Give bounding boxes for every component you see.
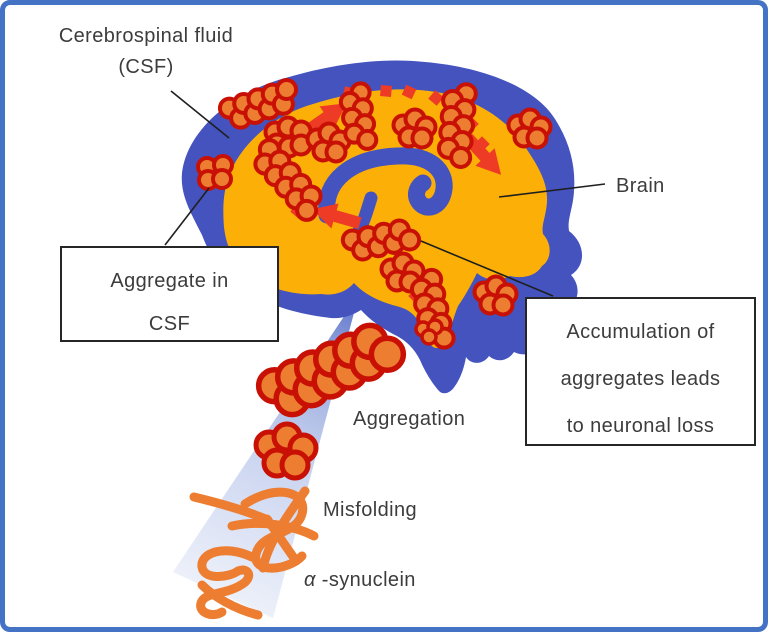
csf-label: Cerebrospinal fluid (CSF) — [23, 21, 269, 83]
accumulation-line2: aggregates leads — [560, 368, 721, 390]
misfolded-protein-squiggle — [189, 486, 319, 573]
brain-label: Brain — [616, 175, 665, 197]
aggregate-in-csf-line1: Aggregate in — [110, 270, 229, 292]
chain-top-right — [436, 82, 478, 169]
cluster-frontal-b — [305, 121, 352, 164]
aggregate-box-pointer — [164, 187, 210, 246]
accumulation-line3: to neuronal loss — [566, 415, 715, 437]
fibril-chain — [255, 322, 407, 418]
alpha-synuclein-squiggle — [196, 546, 263, 620]
csf-cluster-left — [196, 154, 234, 191]
csf-pointer — [170, 90, 230, 139]
misfolding-label: Misfolding — [323, 499, 418, 521]
chain-bottom-center — [340, 218, 422, 262]
brain-pointer — [498, 183, 606, 198]
alpha-symbol: α — [304, 569, 316, 591]
cluster-top-mid — [391, 107, 438, 150]
chain-top-mid-left — [338, 81, 379, 151]
csf-chain-top-left — [217, 78, 299, 130]
diagram-canvas — [164, 60, 606, 620]
alpha-synuclein-label: α -synuclein — [304, 565, 416, 595]
csf-cluster-top-right — [506, 107, 553, 150]
accumulation-line1: Accumulation of — [566, 321, 715, 343]
flow-arrow-down-left — [311, 203, 362, 229]
aggregate-in-csf-line2: CSF — [148, 313, 191, 335]
corpus-callosum-swirl — [318, 147, 453, 224]
oligomer-cluster — [253, 421, 319, 481]
stem-small-cluster — [414, 318, 444, 346]
csf-cluster-cerebellum — [472, 274, 519, 317]
pointer-lines — [164, 90, 606, 297]
accumulation-box: Accumulation of aggregates leads to neur… — [525, 297, 756, 446]
aggregate-in-csf-box: Aggregate in CSF — [60, 246, 279, 342]
accumulation-pointer — [420, 240, 554, 297]
csf-label-line1: Cerebrospinal fluid — [58, 25, 234, 47]
aggregate-clusters — [196, 78, 553, 481]
aggregation-label: Aggregation — [353, 408, 466, 430]
chain-mid-left — [253, 138, 323, 222]
synuclein-text: -synuclein — [321, 569, 416, 591]
cluster-below-swirl — [379, 251, 426, 294]
csf-label-line2: (CSF) — [118, 56, 174, 78]
